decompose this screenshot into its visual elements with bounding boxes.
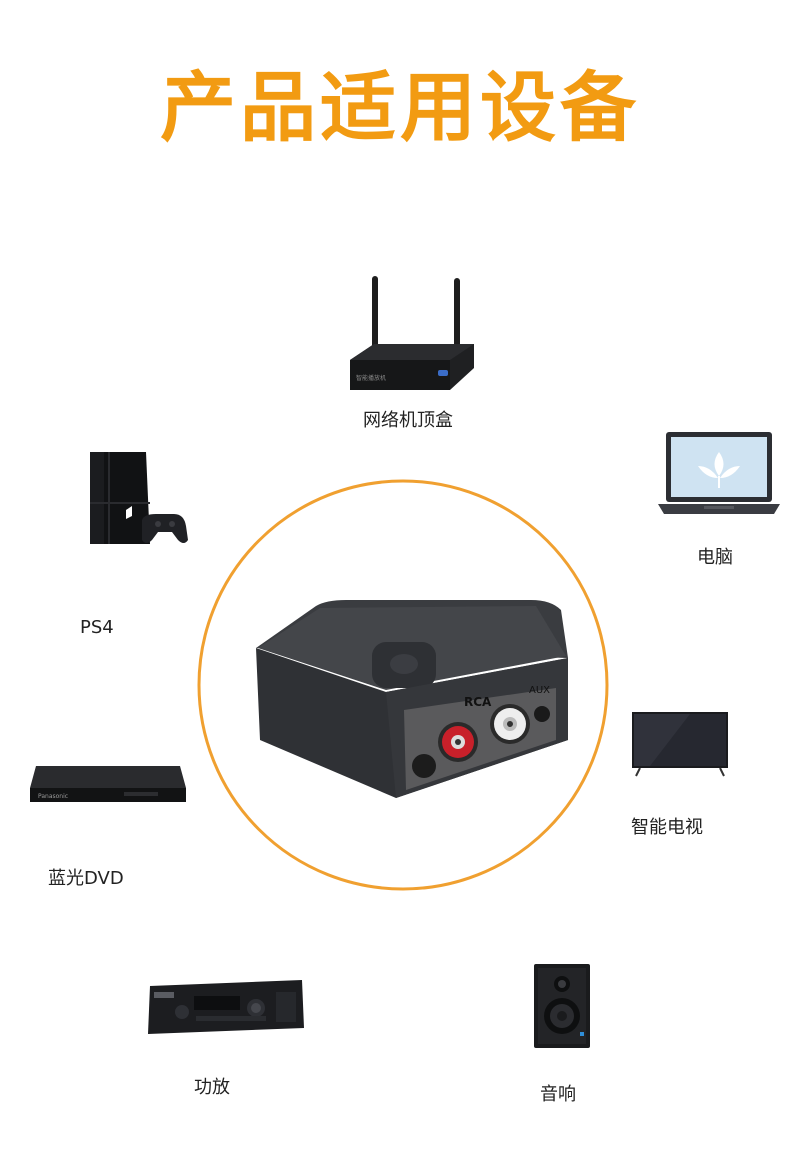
page-title: 产品适用设备 bbox=[160, 63, 640, 152]
laptop-icon bbox=[658, 432, 780, 514]
laptop-device bbox=[658, 430, 780, 520]
label-tv: 智能电视 bbox=[631, 817, 703, 838]
bluetooth-receiver-icon: RCA AUX bbox=[197, 479, 609, 891]
game-console-icon bbox=[90, 452, 188, 544]
label-bluray: 蓝光DVD bbox=[48, 868, 124, 889]
aux-label: AUX bbox=[529, 685, 550, 696]
box-text: 智能播放机 bbox=[356, 374, 386, 382]
label-router: 网络机顶盒 bbox=[363, 410, 453, 431]
label-ps4: PS4 bbox=[80, 617, 114, 638]
router-device: 智能播放机 bbox=[346, 272, 476, 396]
rca-label: RCA bbox=[464, 695, 492, 709]
label-amplifier: 功放 bbox=[194, 1077, 230, 1098]
tv-device bbox=[630, 710, 730, 778]
ps4-device bbox=[86, 448, 190, 552]
amplifier-icon bbox=[148, 980, 304, 1034]
center-product: RCA AUX bbox=[196, 478, 610, 892]
bluray-device: Panasonic bbox=[28, 762, 188, 808]
bluray-brand: Panasonic bbox=[38, 793, 68, 800]
amplifier-device bbox=[146, 978, 308, 1038]
tv-icon bbox=[632, 712, 728, 777]
label-laptop: 电脑 bbox=[697, 547, 733, 568]
tv-box-router-icon: 智能播放机 bbox=[350, 276, 474, 390]
label-speaker: 音响 bbox=[540, 1084, 576, 1105]
bluray-player-icon: Panasonic bbox=[30, 766, 186, 802]
speaker-icon bbox=[534, 964, 590, 1048]
speaker-device bbox=[530, 962, 594, 1050]
